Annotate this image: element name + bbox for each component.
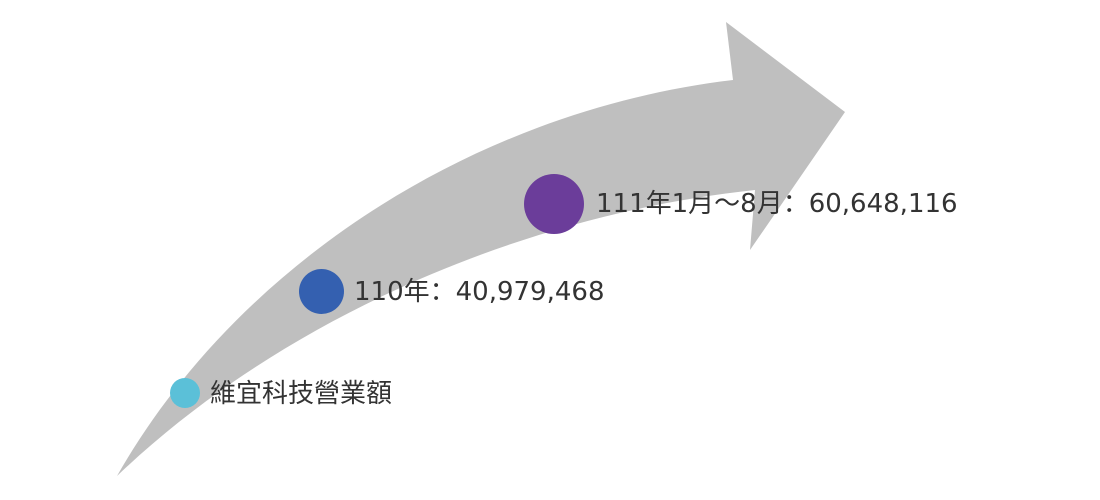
- milestone-label-110: 110年：40,979,468: [354, 277, 605, 307]
- milestone-dot-111: [524, 174, 584, 234]
- milestone-label-company: 維宜科技營業額: [210, 379, 393, 409]
- milestone-label-111: 111年1月～8月：60,648,116: [596, 189, 958, 219]
- milestone-dot-110: [299, 269, 344, 314]
- milestone-dot-company: [170, 378, 200, 408]
- growth-arrow-shape: [117, 22, 845, 476]
